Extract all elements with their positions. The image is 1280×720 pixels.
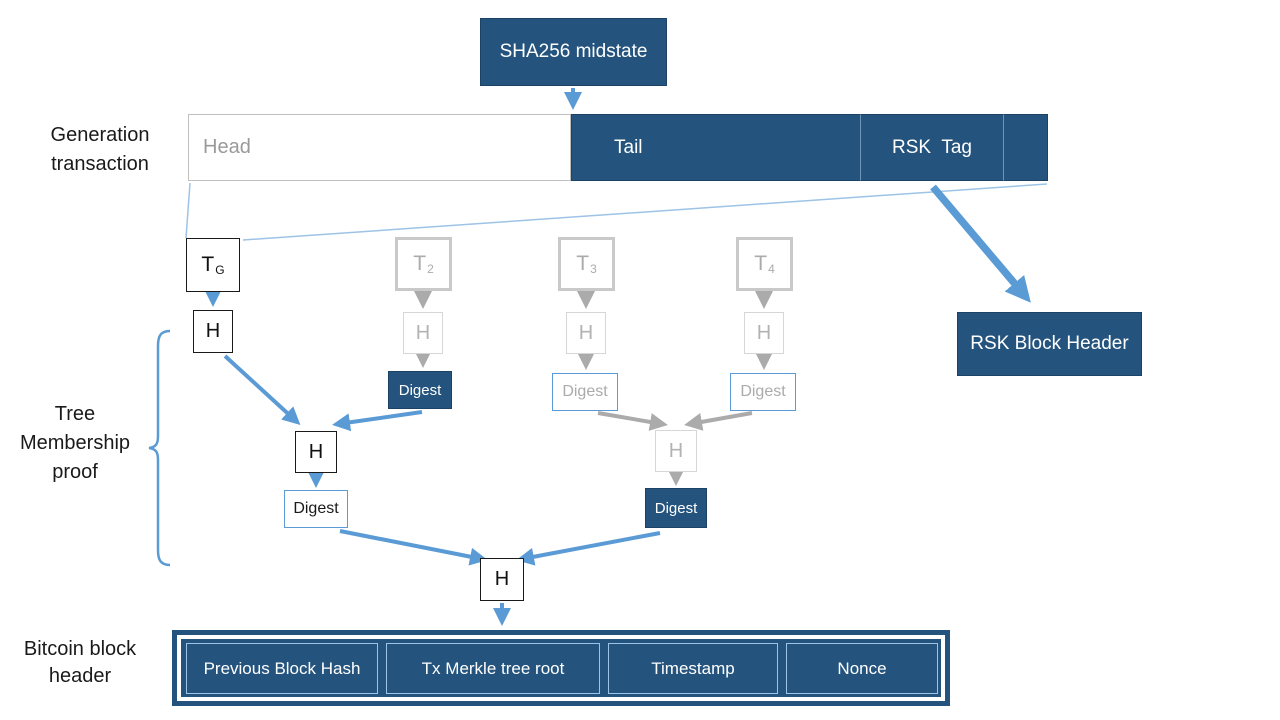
- rsk-tag-segment: RSK Tag: [860, 114, 1003, 181]
- hash-node-tg: H: [193, 310, 233, 353]
- sha256-midstate-label: SHA256 midstate: [499, 41, 648, 62]
- tail-segment: Tail: [571, 114, 860, 181]
- hash-node-root: H: [480, 558, 524, 601]
- btc-field-tx-merkle-tree-root: Tx Merkle tree root: [386, 643, 600, 694]
- bitcoin-block-header-bar: Previous Block Hash Tx Merkle tree root …: [172, 630, 950, 706]
- sha256-midstate-box: SHA256 midstate: [480, 18, 667, 86]
- digest-node-right: Digest: [645, 488, 707, 528]
- digest-node-t4: Digest: [730, 373, 796, 411]
- hash-node-t4: H: [744, 312, 784, 354]
- digest-node-t2: Digest: [388, 371, 452, 409]
- bitcoin-bar-inner-frame: [177, 635, 945, 701]
- rsk-block-header-box: RSK Block Header: [957, 312, 1142, 376]
- btc-field-nonce: Nonce: [786, 643, 938, 694]
- digest-node-left: Digest: [284, 490, 348, 528]
- generation-transaction-label: Generation transaction: [50, 124, 150, 175]
- btc-field-previous-block-hash: Previous Block Hash: [186, 643, 378, 694]
- hash-node-t2: H: [403, 312, 443, 354]
- brace-icon: [148, 329, 171, 567]
- digest-node-t3: Digest: [552, 373, 618, 411]
- hash-node-t3: H: [566, 312, 606, 354]
- extra-segment: [1003, 114, 1048, 181]
- hash-node-left-combine: H: [295, 431, 337, 473]
- btc-field-timestamp: Timestamp: [608, 643, 778, 694]
- bitcoin-block-header-label: Bitcoin block header: [23, 638, 137, 687]
- head-segment: Head: [188, 114, 571, 181]
- tree-membership-proof-label: Tree Membership proof: [19, 403, 131, 483]
- hash-node-right-combine: H: [655, 430, 697, 472]
